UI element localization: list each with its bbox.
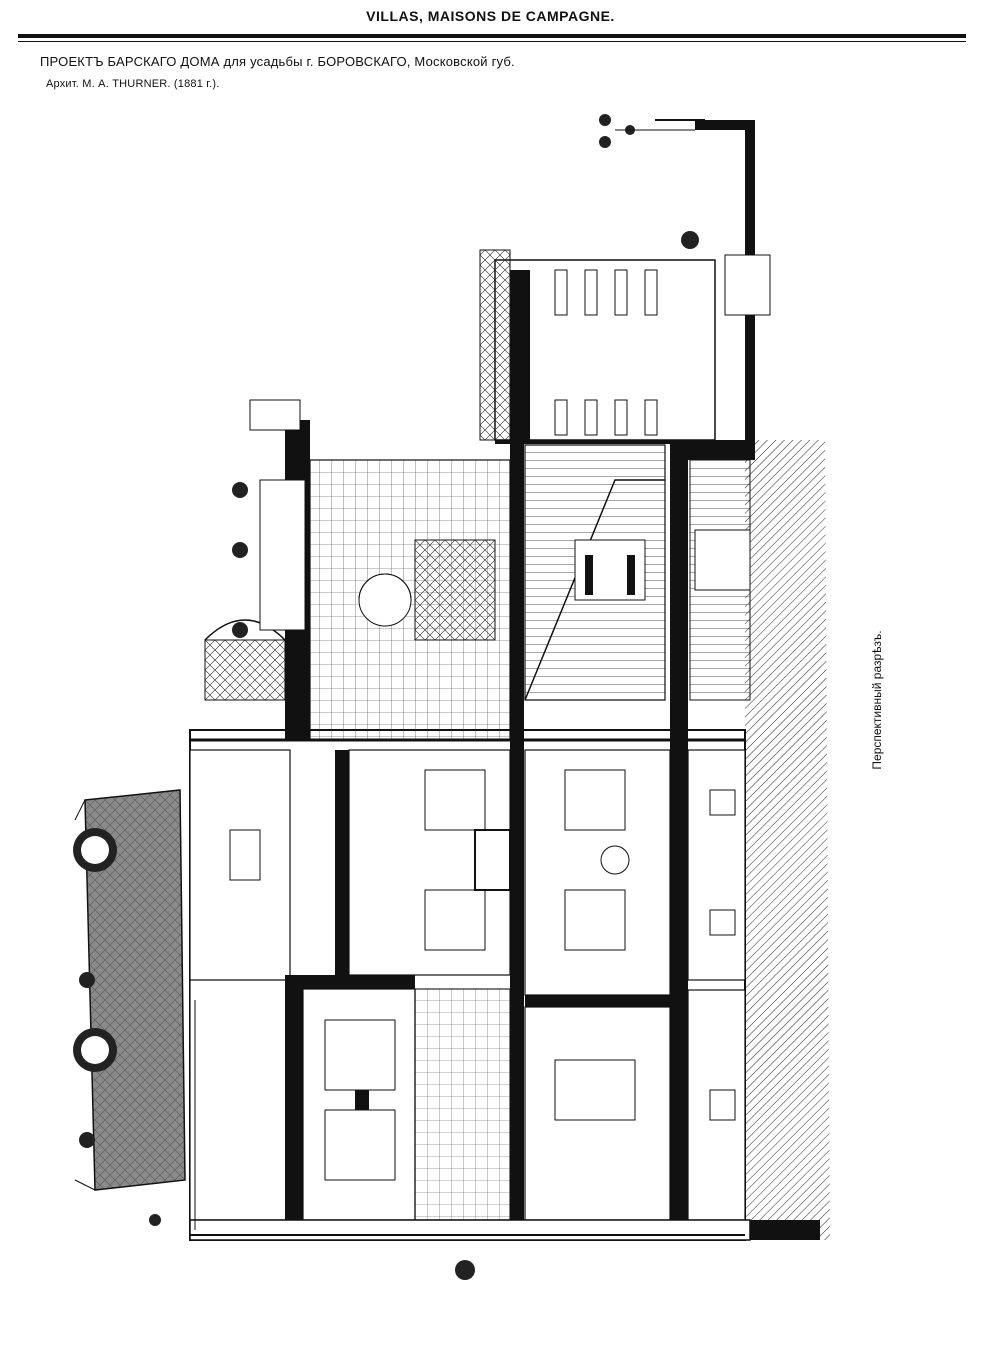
- page-header-title: VILLAS, MAISONS DE CAMPAGNE.: [366, 8, 615, 24]
- header-rule-thick: [18, 34, 966, 38]
- header-rule-thin: [18, 41, 966, 42]
- caption-project-title: ПРОЕКТЪ БАРСКАГО ДОМА для усадьбы г. БОР…: [40, 54, 515, 69]
- caption-architect: Архит. М. А. THURNER. (1881 г.).: [46, 78, 220, 90]
- section-drawing: [73, 114, 830, 1280]
